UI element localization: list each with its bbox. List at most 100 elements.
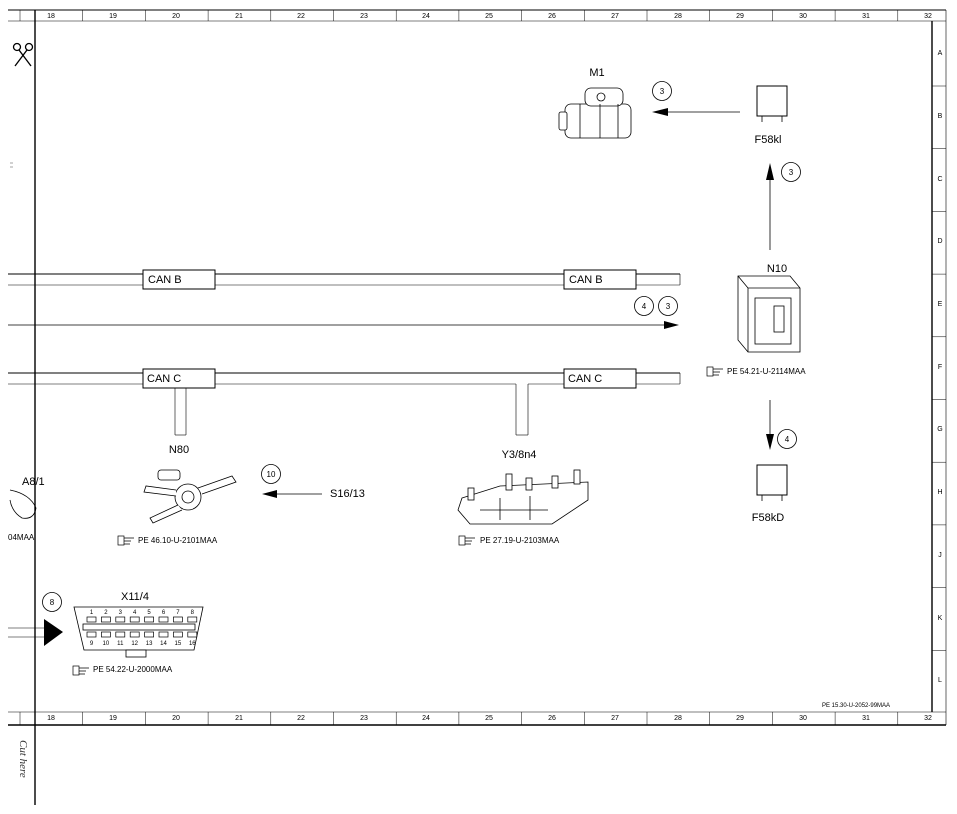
connector-pin bbox=[187, 631, 198, 638]
row-label: J bbox=[938, 552, 942, 559]
control-module-n10-icon bbox=[737, 275, 801, 353]
connector-pin bbox=[158, 631, 169, 638]
col-label: 25 bbox=[485, 715, 493, 722]
transmission-control-unit-icon bbox=[457, 469, 589, 525]
col-label: 21 bbox=[235, 715, 243, 722]
m1-label: M1 bbox=[589, 67, 604, 79]
ref-circle bbox=[777, 429, 797, 449]
row-label: E bbox=[938, 301, 943, 308]
col-label: 23 bbox=[360, 13, 368, 20]
col-label: 26 bbox=[548, 13, 556, 20]
col-label: 27 bbox=[611, 13, 619, 20]
y3-label: Y3/8n4 bbox=[502, 449, 537, 461]
col-label: 18 bbox=[47, 13, 55, 20]
pin-number: 5 bbox=[147, 610, 151, 616]
arrow-down-icon bbox=[766, 434, 774, 450]
n10-label: N10 bbox=[767, 263, 787, 275]
row-label: H bbox=[937, 489, 942, 496]
a81-label: A8/1 bbox=[22, 476, 45, 488]
row-label: K bbox=[938, 615, 943, 622]
col-label: 31 bbox=[862, 13, 870, 20]
module-a81-icon bbox=[9, 489, 37, 519]
col-label: 32 bbox=[924, 13, 932, 20]
col-label: 19 bbox=[109, 13, 117, 20]
pin-number: 13 bbox=[146, 641, 153, 647]
col-label: 24 bbox=[422, 715, 430, 722]
row-label: A bbox=[938, 50, 943, 57]
sheet-ref: PE 15.30-U-2052-99MAA bbox=[822, 703, 890, 709]
pin-number: 8 bbox=[191, 610, 195, 616]
col-label: 27 bbox=[611, 715, 619, 722]
row-ticks bbox=[932, 85, 946, 651]
pin-number: 6 bbox=[162, 610, 166, 616]
arrow-left-icon bbox=[262, 490, 277, 498]
col-label: 19 bbox=[109, 715, 117, 722]
column-labels-bottom: 18 19 20 21 22 23 24 25 26 27 28 29 30 3… bbox=[47, 715, 932, 722]
connector-pin bbox=[129, 631, 140, 638]
col-label: 31 bbox=[862, 715, 870, 722]
arrow-up-icon bbox=[766, 163, 774, 180]
cut-here-text: Cut here bbox=[17, 740, 29, 778]
connector-pin bbox=[115, 631, 126, 638]
can-b-label-box-right bbox=[563, 269, 637, 290]
col-label: 18 bbox=[47, 715, 55, 722]
pointing-hand-icon bbox=[117, 535, 134, 546]
connector-pin bbox=[173, 616, 183, 623]
ref-number: 4 bbox=[785, 435, 790, 444]
col-label: 21 bbox=[235, 13, 243, 20]
col-label: 20 bbox=[172, 715, 180, 722]
col-label: 22 bbox=[297, 13, 305, 20]
col-label: 24 bbox=[422, 13, 430, 20]
connector-pin bbox=[158, 616, 169, 623]
n80-label: N80 bbox=[169, 444, 189, 456]
starter-motor-icon bbox=[558, 87, 632, 139]
pointing-hand-icon bbox=[72, 665, 89, 676]
ref-circle bbox=[42, 592, 62, 612]
pin-number: 16 bbox=[189, 641, 196, 647]
pin-number: 7 bbox=[176, 610, 180, 616]
pin-number: 14 bbox=[160, 641, 167, 647]
pointing-hand-icon bbox=[706, 366, 723, 377]
ref-circle bbox=[261, 464, 281, 484]
col-label: 30 bbox=[799, 715, 807, 722]
can-b-label-right: CAN B bbox=[569, 274, 603, 286]
arrow-right-icon bbox=[44, 619, 63, 646]
pointing-hand-icon bbox=[458, 535, 475, 546]
connector-pin bbox=[86, 616, 97, 623]
ref-number: 4 bbox=[642, 302, 647, 311]
ref-number: 8 bbox=[50, 598, 55, 607]
a81-ref: 04MAA bbox=[8, 533, 35, 542]
col-label: 23 bbox=[360, 715, 368, 722]
connector-pin bbox=[173, 631, 183, 638]
row-labels: A B C D E F G H J K L bbox=[937, 50, 942, 684]
can-c-label-box-right bbox=[563, 368, 637, 389]
col-label: 29 bbox=[736, 13, 744, 20]
connector-pin bbox=[129, 616, 140, 623]
f58kd-label: F58kD bbox=[752, 512, 784, 524]
col-label: 28 bbox=[674, 715, 682, 722]
can-b-label-box-left bbox=[142, 269, 216, 290]
row-label: F bbox=[938, 364, 942, 371]
pin-number: 2 bbox=[104, 610, 108, 616]
col-label: 20 bbox=[172, 13, 180, 20]
ref-circle bbox=[658, 296, 678, 316]
row-label: C bbox=[937, 176, 942, 183]
col-label: 22 bbox=[297, 715, 305, 722]
col-label: 26 bbox=[548, 715, 556, 722]
y3-ref: PE 27.19-U-2103MAA bbox=[480, 536, 560, 545]
s1613-label: S16/13 bbox=[330, 488, 365, 500]
col-label: 29 bbox=[736, 715, 744, 722]
pin-number: 3 bbox=[119, 610, 123, 616]
can-c-label-box-left bbox=[142, 368, 216, 389]
relay-f58kd-icon bbox=[756, 464, 788, 496]
ref-number: 3 bbox=[660, 87, 665, 96]
ref-number: 3 bbox=[789, 168, 794, 177]
relay-f58kl-icon bbox=[756, 85, 788, 117]
row-label: L bbox=[938, 677, 942, 684]
column-ticks bbox=[19, 10, 899, 725]
pin-number: 12 bbox=[131, 641, 138, 647]
col-label: 25 bbox=[485, 13, 493, 20]
ref-circle bbox=[634, 296, 654, 316]
steering-column-module-icon bbox=[143, 469, 237, 524]
pin-number: 15 bbox=[175, 641, 182, 647]
